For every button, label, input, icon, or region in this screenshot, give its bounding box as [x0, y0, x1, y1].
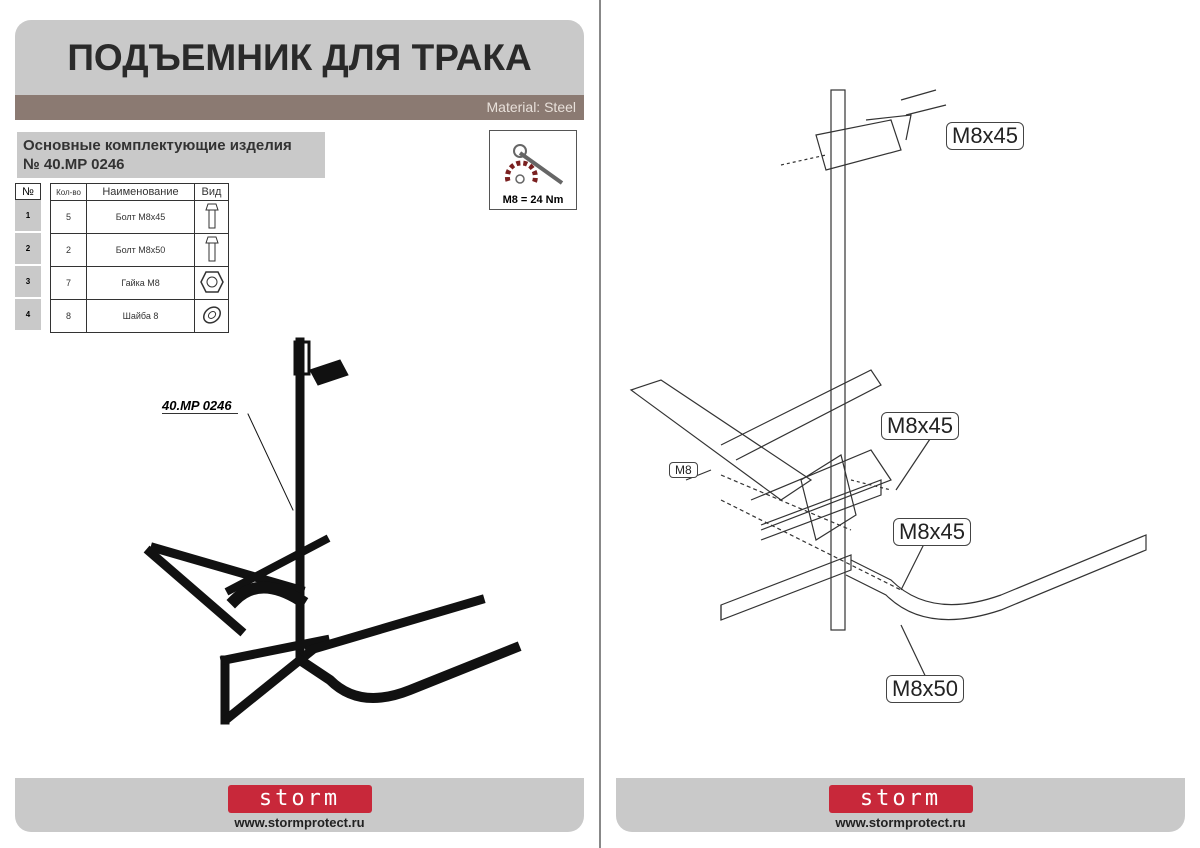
storm-logo: storm — [828, 785, 973, 813]
website-link[interactable]: www.stormprotect.ru — [835, 815, 966, 830]
qty: 2 — [50, 233, 87, 267]
bolt-icon — [194, 200, 229, 234]
qty: 7 — [50, 266, 87, 300]
footer: storm www.stormprotect.ru — [15, 778, 584, 832]
part-name: Болт М8х50 — [86, 233, 195, 267]
part-name: Гайка М8 — [86, 266, 195, 300]
table-header: Кол-во Наименование Вид — [50, 183, 229, 201]
bolt-icon — [194, 233, 229, 267]
row-number-column: № 1 2 3 4 — [15, 183, 41, 332]
row-number: 1 — [15, 200, 41, 233]
right-page: M8x45 M8x45 M8x45 M8x50 M8 storm www.sto… — [600, 0, 1200, 848]
material-label: Material: Steel — [15, 95, 584, 120]
qty: 8 — [50, 299, 87, 333]
part-name: Болт М8х45 — [86, 200, 195, 234]
view-header: Вид — [194, 183, 229, 201]
part-name: Шайба 8 — [86, 299, 195, 333]
name-header: Наименование — [86, 183, 195, 201]
lift-assembly-image — [143, 337, 522, 725]
row-number: 2 — [15, 233, 41, 266]
row-number: 4 — [15, 299, 41, 332]
callout-nut-m8: M8 — [669, 462, 698, 478]
part-number: № 40.MP 0246 — [23, 156, 125, 173]
callout-bolt-m8x45-middle: M8x45 — [881, 412, 960, 440]
nut-icon — [194, 266, 229, 300]
storm-logo: storm — [227, 785, 372, 813]
wrench-icon — [504, 144, 564, 185]
page-title: ПОДЪЕМНИК ДЛЯ ТРАКА — [15, 20, 584, 95]
components-heading: Основные комплектующие изделия № 40.MP 0… — [17, 132, 325, 178]
torque-box: M8 = 24 Nm — [489, 130, 577, 210]
exploded-assembly-diagram — [629, 89, 1147, 689]
callout-bolt-m8x45-lower: M8x45 — [893, 518, 972, 546]
row-number: 3 — [15, 266, 41, 299]
torque-value: M8 = 24 Nm — [502, 194, 564, 206]
callout-bolt-m8x50: M8x50 — [886, 675, 965, 703]
heading-line: Основные комплектующие изделия — [23, 137, 292, 154]
left-page: ПОДЪЕМНИК ДЛЯ ТРАКА Material: Steel Осно… — [15, 0, 600, 848]
qty-header: Кол-во — [50, 183, 87, 201]
callout-bolt-m8x45-top: M8x45 — [946, 122, 1025, 150]
part-label: 40.MP 0246 — [162, 398, 238, 414]
qty: 5 — [50, 200, 87, 234]
num-header: № — [15, 183, 41, 200]
website-link[interactable]: www.stormprotect.ru — [234, 815, 365, 830]
footer: storm www.stormprotect.ru — [616, 778, 1185, 832]
washer-icon — [194, 299, 229, 333]
